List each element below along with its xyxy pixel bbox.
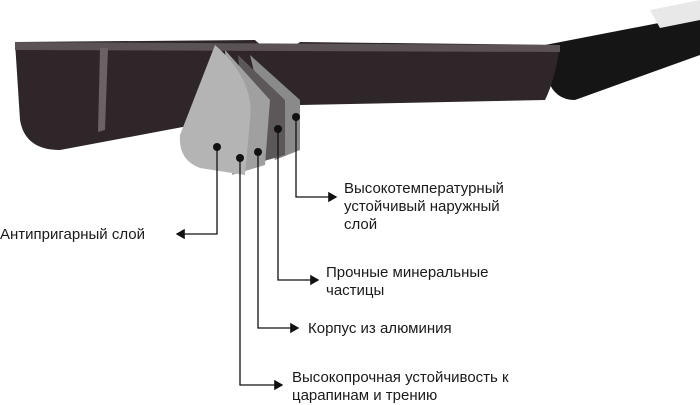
label-line: Высокопрочная устойчивость к [292,369,509,386]
label-line: устойчивый наружный [344,198,500,215]
label-line: Прочные минеральные [326,264,489,281]
label-scratch: Высокопрочная устойчивость к царапинам и… [292,369,509,405]
leader-aluminum [257,152,300,334]
pan-handle [545,0,700,100]
label-line: слой [344,216,378,233]
leader-outer [295,117,338,203]
label-outer-layer: Высокотемпературный устойчивый наружный … [344,180,504,234]
dot-nonstick [213,143,221,151]
label-line: Высокотемпературный [344,180,504,197]
label-aluminum: Корпус из алюминия [308,320,452,337]
dot-minerals [274,125,282,133]
label-line: частицы [326,282,385,299]
label-line: царапинам и трению [292,387,438,404]
label-minerals: Прочные минеральные частицы [326,264,489,300]
layer-cutaway [179,45,300,175]
dot-outer [292,113,300,121]
leader-minerals [277,129,320,286]
leader-scratch [239,158,284,391]
label-nonstick: Антипригарный слой [0,226,145,243]
leader-nonstick [175,147,218,240]
dot-scratch [236,154,244,162]
dot-aluminum [254,148,262,156]
